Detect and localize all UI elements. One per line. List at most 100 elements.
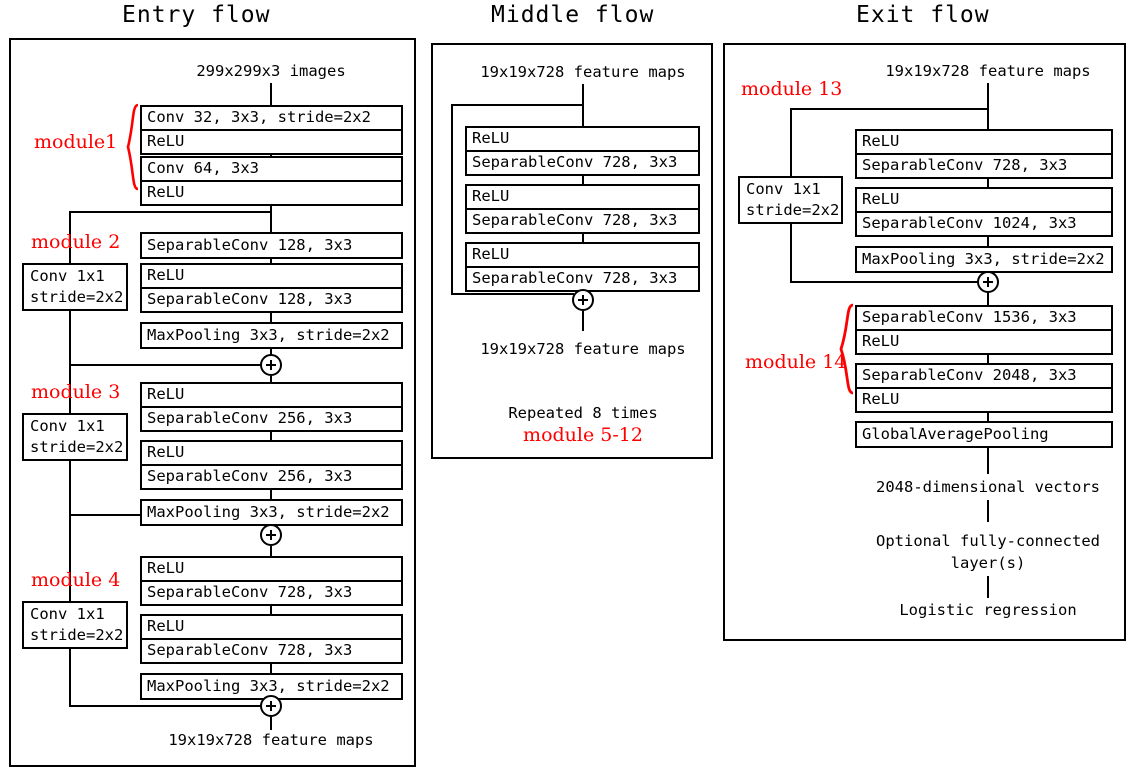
exit-m14-conn1 bbox=[987, 355, 989, 364]
entry-m3-shortcut-box: Conv 1x1 stride=2x2 bbox=[22, 413, 128, 461]
entry-m4-shortcut-line2: stride=2x2 bbox=[30, 626, 124, 644]
entry-m4-conn2 bbox=[270, 664, 272, 674]
entry-m3-box2-row1: SeparableConv 256, 3x3 bbox=[142, 464, 401, 488]
entry-m2-conn3 bbox=[270, 349, 272, 357]
exit-flow-title: Exit flow bbox=[856, 2, 990, 28]
entry-m4-box3-row0: MaxPooling 3x3, stride=2x2 bbox=[147, 676, 390, 695]
middle-box2-row0: ReLU bbox=[472, 187, 510, 206]
entry-m3-shortcut-line2: stride=2x2 bbox=[30, 438, 124, 456]
middle-box3: ReLU SeparableConv 728, 3x3 bbox=[465, 242, 700, 292]
exit-m14-box1: SeparableConv 1536, 3x3 ReLU bbox=[855, 305, 1113, 355]
module14-label: module 14 bbox=[745, 351, 847, 373]
middle-box2: ReLU SeparableConv 728, 3x3 bbox=[465, 184, 700, 234]
entry-m4-skip-bottom bbox=[69, 705, 261, 707]
entry-m3-shortcut-line1: Conv 1x1 bbox=[30, 417, 105, 436]
exit-m13-box2-row0: ReLU bbox=[862, 190, 900, 209]
exit-pooling-row0: GlobalAveragePooling bbox=[862, 424, 1049, 443]
module4-label: module 4 bbox=[31, 569, 121, 591]
middle-output-stem bbox=[582, 311, 584, 331]
exit-pooling-stem bbox=[987, 448, 989, 474]
entry-m3-box1: ReLU SeparableConv 256, 3x3 bbox=[140, 382, 403, 432]
middle-box1: ReLU SeparableConv 728, 3x3 bbox=[465, 126, 700, 176]
entry-m2-shortcut-line2: stride=2x2 bbox=[30, 288, 124, 306]
exit-m13-shortcut-box: Conv 1x1 stride=2x2 bbox=[738, 176, 843, 224]
entry-input-stem bbox=[270, 83, 272, 105]
entry-output-label: 19x19x728 feature maps bbox=[168, 731, 374, 749]
exit-m14-stem bbox=[987, 293, 989, 306]
entry-m1-box2: Conv 64, 3x3 ReLU bbox=[140, 156, 403, 206]
entry-m2-skip-top bbox=[69, 211, 271, 213]
exit-m14-box2-row0: SeparableConv 2048, 3x3 bbox=[862, 366, 1077, 385]
middle-box2-row1: SeparableConv 728, 3x3 bbox=[467, 208, 698, 232]
entry-m4-shortcut-box: Conv 1x1 stride=2x2 bbox=[22, 601, 128, 649]
exit-fc-label: Optional fully-connected layer(s) bbox=[876, 530, 1100, 575]
entry-m1-box1-row0: Conv 32, 3x3, stride=2x2 bbox=[147, 108, 371, 127]
entry-m4-box2-row0: ReLU bbox=[147, 617, 185, 636]
middle-input-label: 19x19x728 feature maps bbox=[480, 63, 686, 81]
entry-m4-box1: ReLU SeparableConv 728, 3x3 bbox=[140, 556, 403, 606]
exit-m13-box3: MaxPooling 3x3, stride=2x2 bbox=[855, 246, 1113, 273]
entry-m4-conn1 bbox=[270, 606, 272, 615]
entry-output-stem bbox=[270, 717, 272, 730]
entry-m3-merge-icon bbox=[260, 524, 282, 546]
middle-box3-row0: ReLU bbox=[472, 245, 510, 264]
middle-skip-bottom bbox=[451, 293, 574, 295]
exit-input-label: 19x19x728 feature maps bbox=[885, 62, 1091, 80]
exit-m13-box2-row1: SeparableConv 1024, 3x3 bbox=[857, 211, 1111, 235]
exit-m14-box1-row0: SeparableConv 1536, 3x3 bbox=[862, 308, 1077, 327]
entry-m4-box1-row0: ReLU bbox=[147, 559, 185, 578]
exit-m13-box2: ReLU SeparableConv 1024, 3x3 bbox=[855, 187, 1113, 237]
exit-m14-box2: SeparableConv 2048, 3x3 ReLU bbox=[855, 363, 1113, 413]
entry-m2-shortcut-box: Conv 1x1 stride=2x2 bbox=[22, 263, 128, 311]
exit-fc-label-line1: Optional fully-connected bbox=[876, 532, 1100, 550]
middle-repeat-label: Repeated 8 times bbox=[508, 404, 658, 422]
entry-m3-box2: ReLU SeparableConv 256, 3x3 bbox=[140, 440, 403, 490]
entry-m2-box3: MaxPooling 3x3, stride=2x2 bbox=[140, 322, 403, 349]
entry-m3-box2-row0: ReLU bbox=[147, 443, 185, 462]
exit-m14-box1-row1: ReLU bbox=[857, 329, 1111, 353]
exit-m13-box1-row0: ReLU bbox=[862, 132, 900, 151]
module3-label: module 3 bbox=[31, 381, 121, 403]
exit-m13-merge-icon bbox=[977, 271, 999, 293]
entry-m3-box1-row1: SeparableConv 256, 3x3 bbox=[142, 406, 401, 430]
entry-m4-box2: ReLU SeparableConv 728, 3x3 bbox=[140, 614, 403, 664]
entry-m3-conn2 bbox=[270, 490, 272, 500]
middle-conn1 bbox=[582, 176, 584, 185]
exit-logistic-label: Logistic regression bbox=[899, 601, 1077, 619]
exit-input-stem bbox=[987, 83, 989, 129]
module1-brace bbox=[126, 103, 139, 191]
entry-m4-box1-row1: SeparableConv 728, 3x3 bbox=[142, 580, 401, 604]
entry-input-label: 299x299x3 images bbox=[196, 62, 346, 80]
exit-m13-shortcut-line2: stride=2x2 bbox=[746, 201, 840, 219]
entry-m3-box1-row0: ReLU bbox=[147, 385, 185, 404]
entry-m1-box2-row1: ReLU bbox=[142, 180, 401, 204]
exit-m13-box1: ReLU SeparableConv 728, 3x3 bbox=[855, 129, 1113, 179]
module13-label: module 13 bbox=[741, 78, 843, 100]
entry-m2-stem bbox=[270, 206, 272, 232]
entry-m2-box2-row0: ReLU bbox=[147, 266, 185, 285]
exit-m13-conn1 bbox=[987, 179, 989, 188]
entry-m1-box2-row0: Conv 64, 3x3 bbox=[147, 159, 259, 178]
middle-merge-icon bbox=[572, 289, 594, 311]
entry-m2-box1-row0: SeparableConv 128, 3x3 bbox=[147, 235, 353, 254]
entry-m3-box3: MaxPooling 3x3, stride=2x2 bbox=[140, 499, 403, 526]
middle-skip-top bbox=[451, 104, 583, 106]
exit-m13-skip-top bbox=[790, 108, 988, 110]
entry-m2-box2: ReLU SeparableConv 128, 3x3 bbox=[140, 263, 403, 313]
middle-skip-vertical bbox=[451, 104, 453, 295]
middle-conn2 bbox=[582, 234, 584, 243]
exit-m13-box1-row1: SeparableConv 728, 3x3 bbox=[857, 153, 1111, 177]
entry-m2-box2-row1: SeparableConv 128, 3x3 bbox=[142, 287, 401, 311]
entry-m1-box1-row1: ReLU bbox=[142, 129, 401, 153]
exit-m13-shortcut-line1: Conv 1x1 bbox=[746, 180, 821, 199]
entry-m4-box2-row1: SeparableConv 728, 3x3 bbox=[142, 638, 401, 662]
entry-flow-panel bbox=[9, 38, 416, 767]
module14-brace bbox=[839, 303, 854, 395]
exit-m13-skip-bottom bbox=[790, 281, 980, 283]
middle-flow-title: Middle flow bbox=[491, 2, 655, 28]
entry-m2-shortcut-line1: Conv 1x1 bbox=[30, 267, 105, 286]
exit-fc-stem bbox=[987, 500, 989, 522]
middle-box1-row1: SeparableConv 728, 3x3 bbox=[467, 150, 698, 174]
middle-input-stem bbox=[582, 84, 584, 127]
